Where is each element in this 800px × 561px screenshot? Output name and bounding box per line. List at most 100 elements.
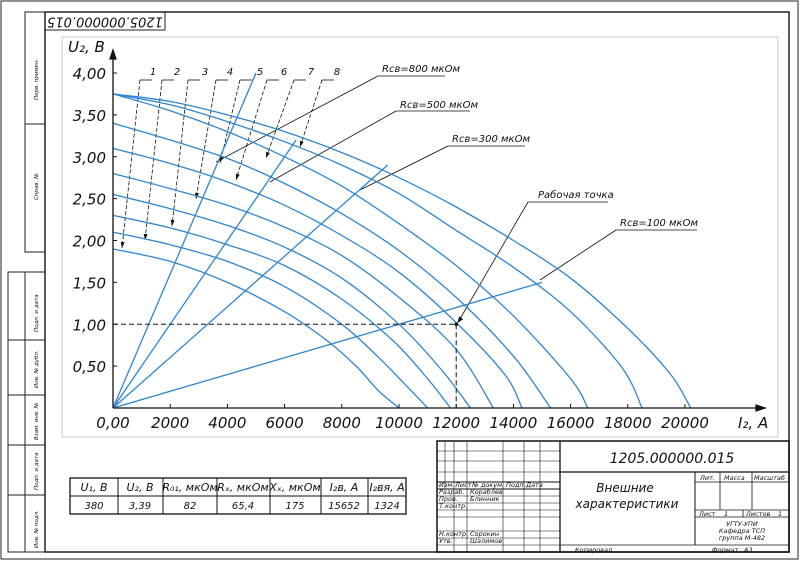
y-tick-label: 2,00: [73, 233, 106, 251]
table-header-rx: Rₓ, мкОм: [217, 481, 268, 494]
col-head-list: Лист: [454, 481, 472, 489]
curve-leader-line: [265, 79, 295, 159]
col-head-doc: № докум.: [471, 481, 504, 489]
x-axis-arrow: [755, 404, 768, 412]
load-line-label-2: Rсв=500 мкОм: [400, 100, 478, 111]
side-label-4: Инв. № дубл.: [34, 350, 40, 388]
working-point-annotation: Рабочая точка: [538, 189, 614, 201]
curve-leader-arrow: [235, 173, 240, 180]
role-prov: Пров.: [439, 495, 458, 503]
curve-leader-arrow: [120, 241, 125, 248]
load-line-1: [112, 72, 257, 409]
x-tick-label: 10000: [375, 414, 423, 432]
results-table-text: U₁, В U₂, В R₀₁, мкОм Rₓ, мкОм Xₓ, мкОм …: [80, 481, 404, 512]
y-tick-label: 0,50: [73, 358, 106, 376]
table-value-rx: 65,4: [232, 501, 254, 512]
org-line2: Кафедра ТСП: [719, 527, 765, 535]
sheet-label: Лист: [698, 510, 716, 518]
side-stamp-labels: Перв. примен. Справ. № Подп. и дата Инв.…: [34, 58, 40, 548]
side-label-3: Подп. и дата: [34, 294, 40, 332]
table-header-r01: R₀₁, мкОм: [162, 481, 217, 494]
load-lines: [112, 72, 543, 409]
table-value-u1: 380: [84, 501, 103, 512]
curve-leader-arrow: [266, 151, 270, 158]
table-value-i2vya: 1324: [374, 501, 399, 512]
working-point-marker: [454, 322, 459, 327]
series-curve-4: [112, 193, 472, 409]
format-value: А3: [743, 546, 753, 554]
inner-frame: [44, 11, 790, 553]
table-value-i2v: 15652: [328, 501, 360, 512]
curve-leader-line: [219, 79, 241, 164]
table-value-r01: 82: [184, 501, 197, 512]
person-prov: Блинник: [470, 495, 500, 503]
table-header-i2v: I₂в, А: [330, 481, 359, 494]
side-stamp: [7, 11, 46, 553]
annotation-leader: [458, 201, 529, 321]
curve-leader-arrow: [143, 233, 148, 240]
curve-label-7: 7: [308, 67, 315, 78]
load-line-2: [112, 139, 297, 409]
top-stamp-box: [44, 11, 166, 31]
col-head-sign: Подп.: [506, 481, 526, 489]
y-tick-label: 3,00: [73, 149, 106, 167]
format-label: Формат: [712, 546, 739, 554]
series-curve-7: [112, 122, 552, 409]
y-tick-label: 1,50: [73, 274, 106, 292]
chart-marks: [113, 322, 459, 408]
side-label-5: Взам. инв. №: [34, 402, 40, 440]
series-curve-6: [112, 147, 523, 409]
sheets-number: 1: [778, 510, 782, 518]
annotation-arrow: [457, 316, 464, 324]
title-code: 1205.000000.015: [610, 451, 735, 467]
curve-label-4: 4: [227, 67, 233, 78]
top-stamp-code: 1205.000000.015: [47, 14, 163, 29]
y-tick-label: 3,50: [73, 107, 106, 125]
y-axis-arrow: [109, 47, 117, 60]
title-name-line2: характеристики: [575, 497, 679, 511]
curve-label-5: 5: [257, 67, 263, 78]
curve-leader-line: [299, 79, 323, 148]
chart-series: [112, 93, 692, 409]
curve-label-6: 6: [281, 67, 287, 78]
org-line3: группа М-482: [719, 534, 765, 542]
load-label-leader: [269, 110, 397, 183]
person-nkontr: Сорокин: [470, 530, 499, 538]
y-tick-label: 1,00: [73, 316, 106, 334]
x-tick-label: 12000: [432, 414, 480, 432]
sheet-number: 1: [724, 510, 728, 518]
x-tick-label: 14000: [490, 414, 538, 432]
x-axis-label: I₂, A: [738, 414, 768, 432]
role-tkontr: Т.контр.: [439, 502, 467, 510]
series-curve-9: [112, 93, 643, 409]
table-header-xx: Xₓ, мкОм: [268, 481, 320, 494]
role-razrab: Разраб.: [439, 488, 465, 496]
y-axis-label: U₂, В: [68, 38, 105, 56]
series-curve-10: [112, 93, 692, 409]
x-tick-label: 6000: [266, 414, 304, 432]
table-header-u2: U₂, В: [126, 481, 153, 494]
org-line1: УГТУ-УПИ: [726, 520, 758, 528]
table-value-xx: 175: [285, 501, 304, 512]
role-nkontr: Н.контр.: [439, 530, 468, 538]
y-tick-label: 4,00: [73, 65, 106, 83]
x-tick-label: 2000: [151, 414, 189, 432]
col-head-izm: Изм: [439, 481, 452, 489]
load-label-leader: [539, 229, 617, 281]
curve-leader-arrow: [170, 219, 175, 226]
load-line-label-3: Rсв=300 мкОм: [452, 134, 530, 145]
role-utv: Утв.: [439, 537, 453, 545]
x-tick-label: 16000: [547, 414, 595, 432]
title-block-text: 1205.000000.015 Внешние характеристики И…: [439, 451, 785, 554]
chart-border: [61, 36, 779, 438]
curve-label-2: 2: [174, 67, 180, 78]
table-value-u2: 3,39: [129, 501, 151, 512]
col-head-date: Дата: [525, 481, 543, 489]
load-line-label-4: Rсв=100 мкОм: [620, 218, 698, 229]
title-block: [436, 440, 790, 553]
curve-leader-line: [121, 79, 141, 249]
title-name-line1: Внешние: [596, 481, 653, 495]
series-curve-3: [112, 214, 452, 409]
